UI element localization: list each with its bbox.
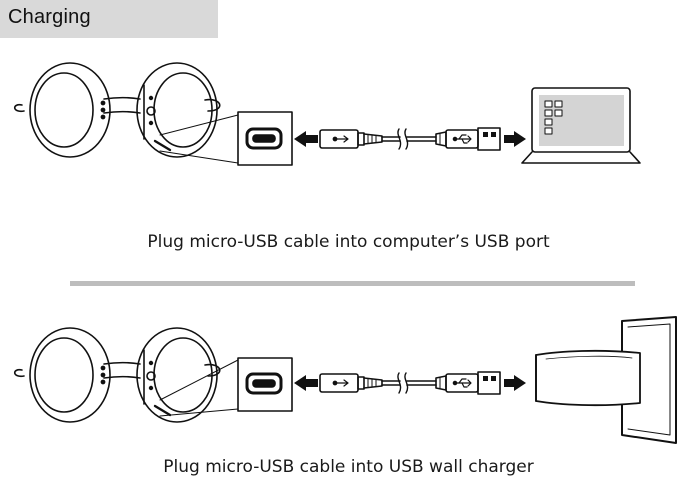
headphones-illustration bbox=[13, 62, 221, 158]
usb-cable bbox=[381, 372, 437, 394]
laptop-icon bbox=[521, 87, 641, 164]
headphones-illustration bbox=[13, 327, 221, 423]
micro-usb-plug-icon bbox=[319, 129, 383, 149]
usb-a-plug-icon bbox=[435, 371, 501, 395]
section-title: Charging bbox=[8, 6, 91, 28]
usb-trident-icon bbox=[452, 378, 472, 388]
usb-trident-icon bbox=[452, 134, 472, 144]
step-wall-charger-diagram bbox=[0, 303, 697, 453]
arrow-left-icon bbox=[294, 375, 318, 391]
step-wall-charger-caption: Plug micro-USB cable into USB wall charg… bbox=[163, 457, 534, 477]
micro-usb-plug-icon bbox=[319, 373, 383, 393]
section-header: Charging bbox=[0, 0, 218, 38]
arrow-right-icon bbox=[504, 375, 526, 391]
wall-charger-icon bbox=[535, 316, 677, 444]
step-computer-caption: Plug micro-USB cable into computer’s USB… bbox=[147, 232, 550, 252]
step-computer-diagram bbox=[0, 55, 697, 185]
usb-a-plug-icon bbox=[435, 127, 501, 151]
divider bbox=[70, 281, 635, 286]
usb-cable bbox=[381, 128, 437, 150]
micro-usb-port-callout bbox=[159, 357, 293, 417]
arrow-left-icon bbox=[294, 131, 318, 147]
arrow-right-icon bbox=[504, 131, 526, 147]
micro-usb-port-callout bbox=[159, 111, 293, 166]
